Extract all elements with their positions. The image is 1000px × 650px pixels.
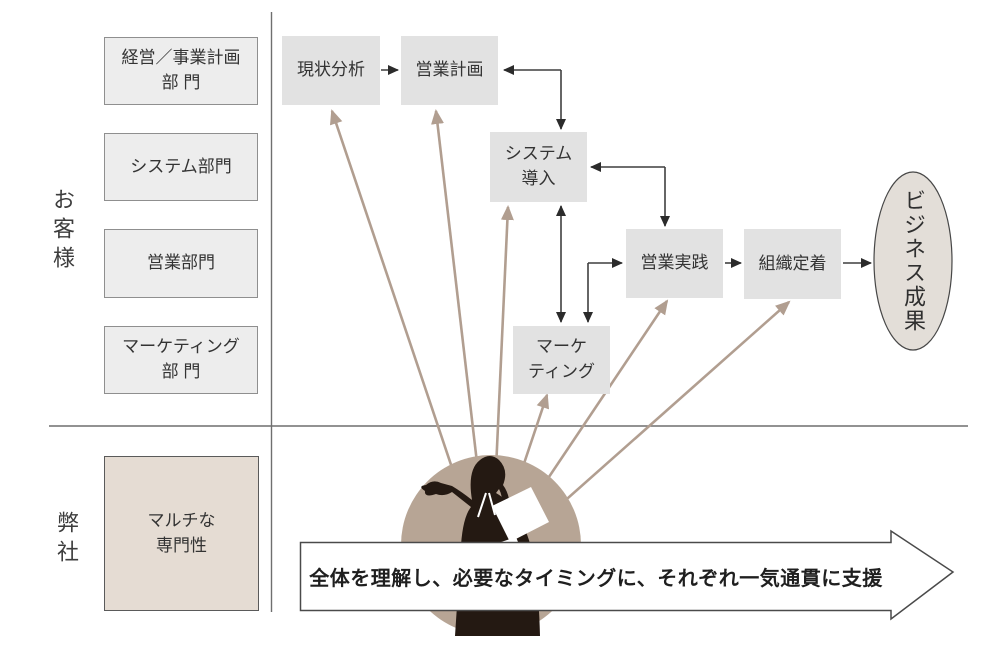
company-capability-label: マルチな 専門性 (147, 510, 216, 555)
customer-row-label: お客様 (48, 170, 76, 292)
step-label: 現状分析 (297, 60, 365, 80)
dept-box-sales: 営業部門 (104, 229, 258, 298)
company-capability-box: マルチな 専門性 (104, 456, 259, 611)
step-box-sales-practice: 営業実践 (626, 229, 723, 298)
dept-box-label: 営業部門 (147, 253, 215, 273)
step-box-sales-plan: 営業計画 (401, 36, 498, 105)
step-label: 営業計画 (415, 60, 484, 80)
outcome-label-text: ビジネス成果 (901, 189, 926, 333)
banner-arrow (299, 529, 955, 621)
dept-box-system: システム部門 (104, 133, 258, 201)
dept-box-label: 経営／事業計画 部 門 (121, 48, 241, 92)
dept-box-label: マーケティング 部 門 (122, 337, 240, 381)
company-row-label-text: 弊社 (54, 511, 79, 569)
process-connectors (381, 65, 872, 323)
step-box-marketing: マーケ ティング (513, 326, 610, 394)
dept-box-label: システム部門 (130, 156, 232, 176)
step-box-org-establishment: 組織定着 (744, 229, 841, 299)
step-label: マーケ ティング (528, 337, 595, 381)
banner-text-content: 全体を理解し、必要なタイミングに、それぞれ一気通貫に支援 (309, 567, 883, 590)
outcome-label: ビジネス成果 (899, 178, 927, 344)
dept-box-marketing: マーケティング 部 門 (104, 326, 258, 394)
outcome-ellipse (873, 171, 953, 351)
dept-box-business-planning: 経営／事業計画 部 門 (104, 37, 258, 105)
step-box-current-analysis: 現状分析 (282, 36, 380, 105)
step-label: 営業実践 (640, 253, 709, 273)
banner-text: 全体を理解し、必要なタイミングに、それぞれ一気通貫に支援 (302, 543, 890, 609)
step-box-system-introduction: システム 導入 (490, 132, 587, 202)
step-label: システム 導入 (504, 144, 573, 188)
customer-row-label-text: お客様 (50, 187, 75, 275)
company-row-label: 弊社 (52, 500, 80, 580)
step-label: 組織定着 (758, 253, 827, 273)
